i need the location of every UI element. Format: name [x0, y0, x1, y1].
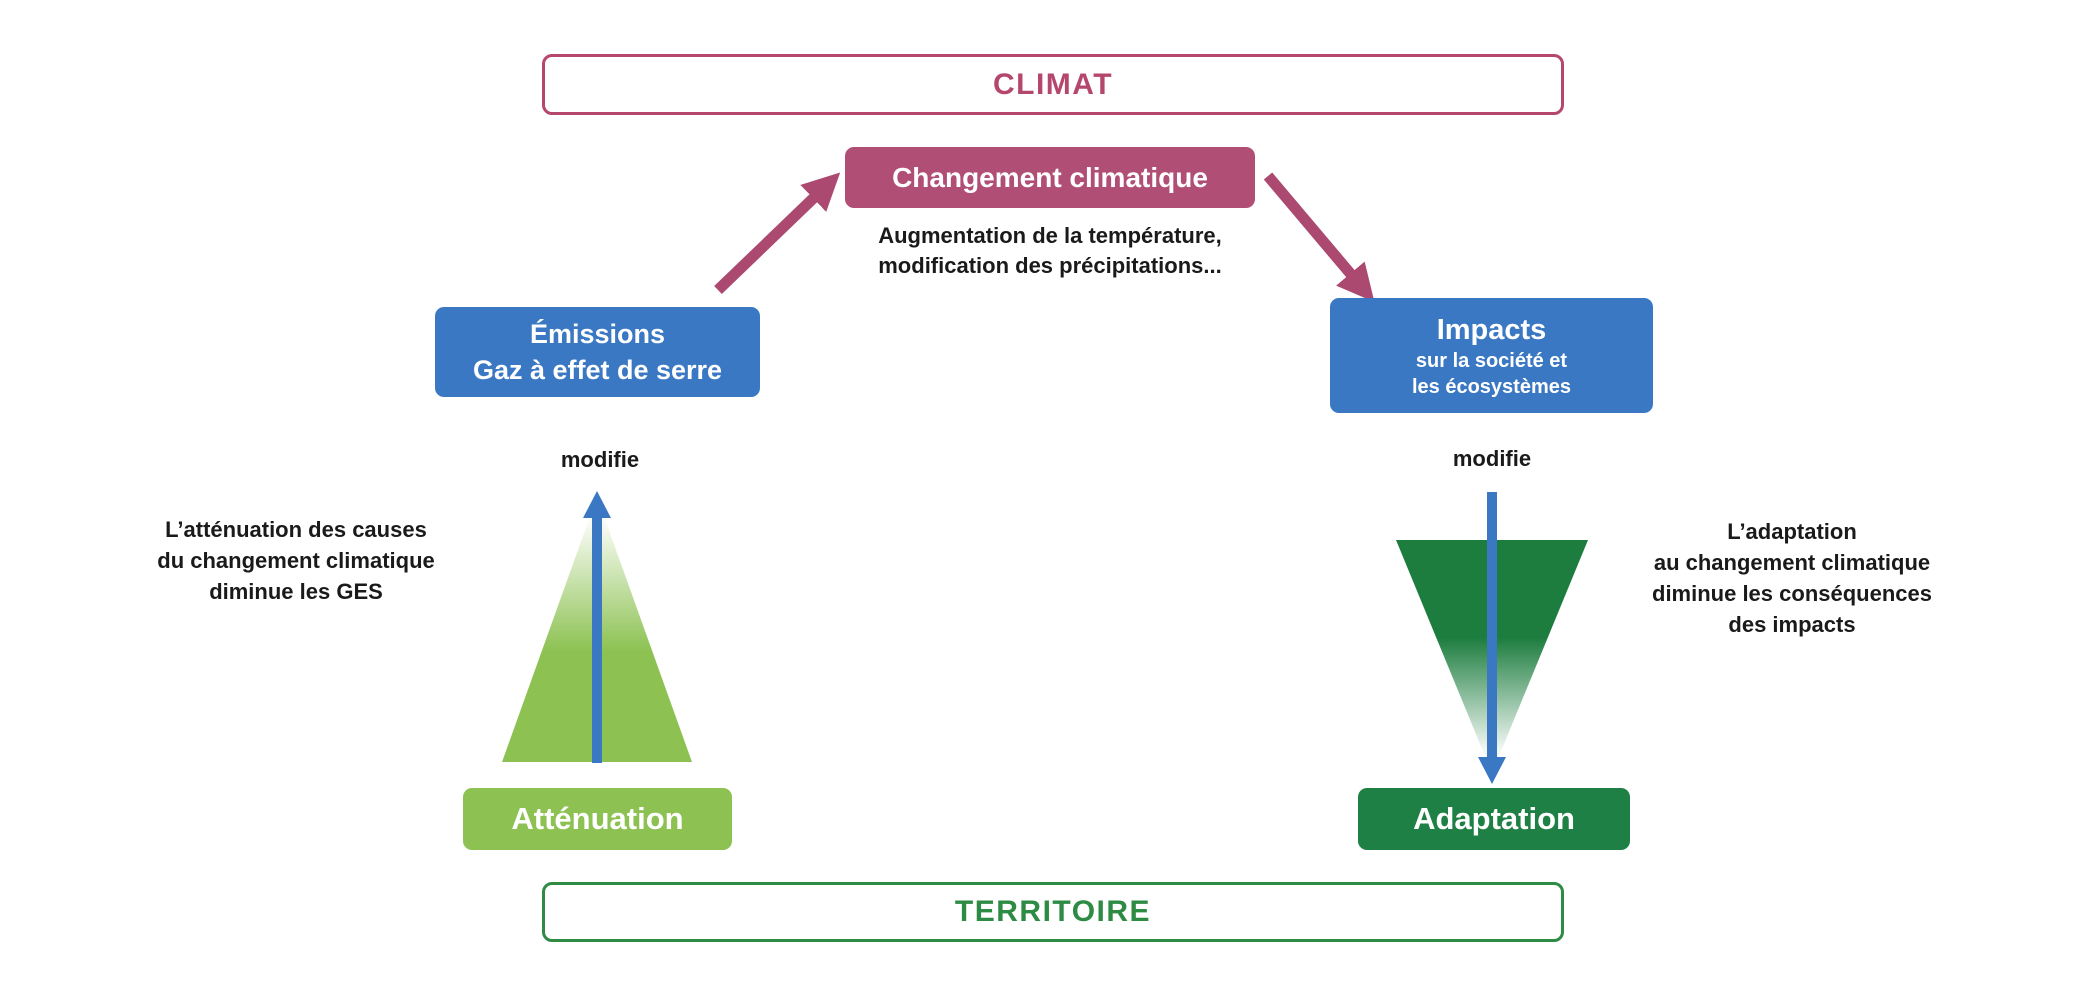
territoire-banner-label: TERRITOIRE [954, 895, 1152, 928]
attenuation-caption: L’atténuation des causes du changement c… [118, 514, 474, 607]
emissions-box-line1: Émissions [529, 319, 666, 349]
adaptation-caption: L’adaptation au changement climatique di… [1614, 516, 1970, 640]
impacts-box-subtitle-line2: les écosystèmes [1411, 375, 1571, 398]
adaptation-box: Adaptation [1358, 788, 1630, 850]
modifie-label-right: modifie [1452, 446, 1532, 471]
impacts-box-subtitle-line1: sur la société et [1415, 349, 1568, 372]
climate-change-caption-line1: Augmentation de la température, [878, 223, 1222, 248]
adaptation-box-label: Adaptation [1413, 801, 1575, 836]
impacts-box-title: Impacts [1436, 313, 1547, 346]
adaptation-caption-line1: L’adaptation [1727, 519, 1857, 544]
adaptation-caption-line3: diminue les conséquences [1652, 581, 1932, 606]
climat-banner: CLIMAT [542, 54, 1564, 115]
modifie-label-left: modifie [560, 447, 640, 472]
adaptation-caption-line4: des impacts [1728, 612, 1856, 637]
climate-change-caption: Augmentation de la température, modifica… [750, 221, 1350, 281]
attenuation-caption-line3: diminue les GES [209, 579, 383, 604]
adaptation-arrow-shaft [1487, 492, 1497, 759]
attenuation-box-label: Atténuation [511, 801, 684, 836]
emissions-box: Émissions Gaz à effet de serre [435, 307, 760, 397]
climat-banner-label: CLIMAT [992, 67, 1114, 101]
adaptation-caption-line2: au changement climatique [1653, 550, 1931, 575]
impacts-box: Impacts sur la société et les écosystème… [1330, 298, 1653, 413]
adaptation-arrow-down-icon [1478, 757, 1506, 784]
attenuation-caption-line2: du changement climatique [157, 548, 435, 573]
attenuation-box: Atténuation [463, 788, 732, 850]
attenuation-caption-line1: L’atténuation des causes [165, 517, 427, 542]
attenuation-arrow-shaft [592, 516, 602, 763]
territoire-banner: TERRITOIRE [542, 882, 1564, 942]
changement-climatique-label: Changement climatique [892, 161, 1208, 193]
climate-change-caption-line2: modification des précipitations... [878, 253, 1222, 278]
changement-climatique-box: Changement climatique [845, 147, 1255, 208]
emissions-box-line2: Gaz à effet de serre [472, 355, 723, 385]
attenuation-arrow-up-icon [583, 491, 611, 518]
